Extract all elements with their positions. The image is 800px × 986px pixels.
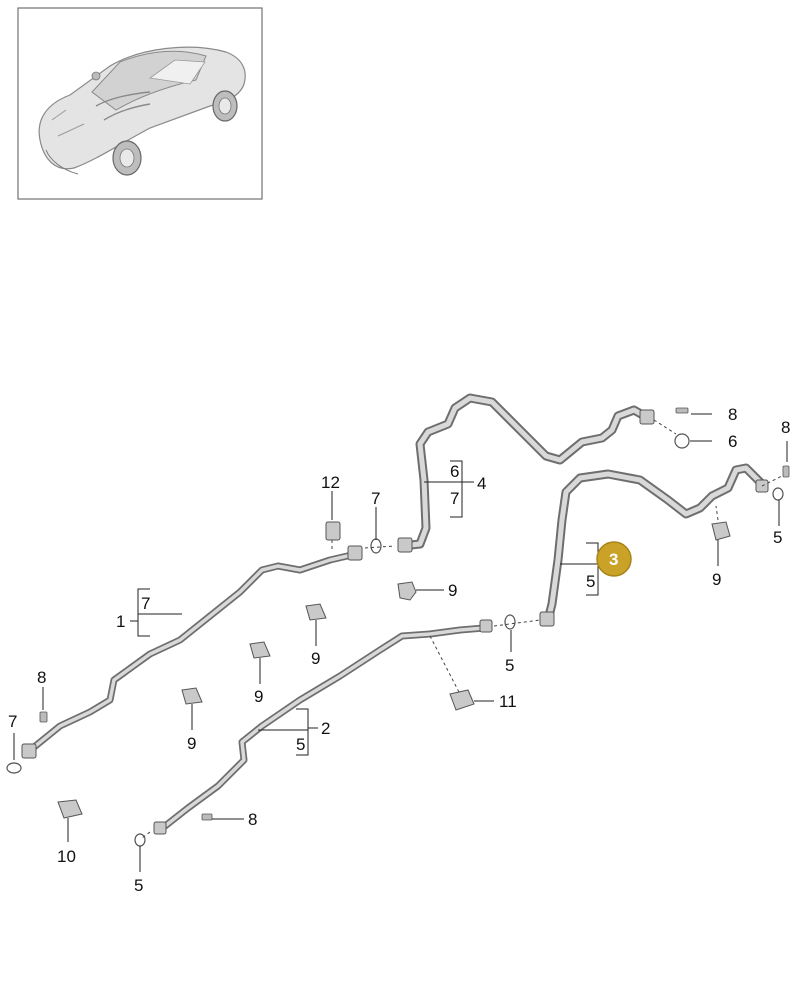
callout-5: 5 (505, 656, 514, 675)
seal-ring (772, 487, 784, 501)
car-illustration (38, 46, 246, 176)
car-thumbnail (17, 7, 263, 200)
callout-labels: 12 7 6 7 4 8 6 8 5 9 3 5 9 7 1 9 9 5 11 … (8, 405, 790, 895)
callout-11: 11 (499, 692, 517, 711)
callout-7: 7 (450, 489, 459, 508)
callout-9: 9 (712, 570, 721, 589)
callout-4: 4 (477, 474, 486, 493)
pipe-part-1 (21, 545, 363, 759)
bolt (201, 813, 213, 821)
bolt (782, 465, 790, 478)
callout-10: 10 (57, 847, 76, 866)
callout-9: 9 (254, 687, 263, 706)
callout-5: 5 (134, 876, 143, 895)
callout-8: 8 (37, 668, 46, 687)
hose-part-4 (397, 393, 655, 553)
leader-lines (13, 413, 788, 872)
callout-6: 6 (728, 432, 737, 451)
hose-part-3 (539, 463, 769, 627)
callout-5: 5 (773, 528, 782, 547)
holder (449, 689, 475, 711)
callout-9: 9 (311, 649, 320, 668)
callout-9: 9 (448, 581, 457, 600)
bracket (249, 641, 271, 659)
seal-ring (504, 614, 516, 630)
pipe-part-2 (153, 619, 493, 835)
callout-5: 5 (296, 735, 305, 754)
bracket (397, 581, 417, 601)
holder (57, 799, 83, 819)
callout-7: 7 (141, 594, 150, 613)
seal-ring (6, 762, 22, 774)
bolt (675, 407, 689, 414)
bracket (711, 521, 731, 541)
assembly-lines (141, 419, 783, 839)
seal-ring (370, 538, 382, 554)
bracket (181, 687, 203, 705)
callout-12: 12 (321, 473, 340, 492)
highlight-part-3[interactable] (596, 541, 632, 577)
seal-ring (674, 433, 690, 449)
callout-3: 3 (609, 550, 618, 569)
bolt (39, 711, 48, 723)
callout-9: 9 (187, 734, 196, 753)
callout-2: 2 (321, 719, 330, 738)
callout-1: 1 (116, 612, 125, 631)
callout-5: 5 (586, 572, 595, 591)
callout-8: 8 (781, 418, 790, 437)
callout-8: 8 (728, 405, 737, 424)
callout-6: 6 (450, 462, 459, 481)
callout-8: 8 (248, 810, 257, 829)
highlight-circle (596, 541, 632, 577)
callout-7: 7 (8, 712, 17, 731)
seal-ring (134, 833, 146, 847)
bracket (305, 603, 327, 621)
small-parts (6, 407, 790, 847)
holder (325, 521, 341, 541)
callout-7: 7 (371, 489, 380, 508)
